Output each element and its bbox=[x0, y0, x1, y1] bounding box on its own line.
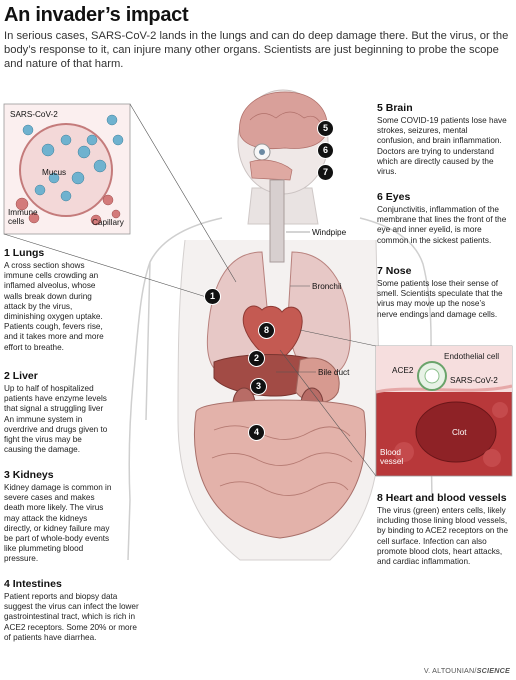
marker-liver: 2 bbox=[248, 350, 265, 367]
section-eyes-text: Conjunctivitis, inflammation of the memb… bbox=[377, 205, 507, 245]
page-title: An invader’s impact bbox=[4, 4, 189, 26]
label-sars-cov-2: SARS-CoV-2 bbox=[10, 110, 58, 119]
marker-brain: 5 bbox=[317, 120, 334, 137]
body-outline bbox=[127, 217, 433, 561]
section-lungs: 1 Lungs A cross section shows immune cel… bbox=[4, 247, 112, 353]
nasal-cavity bbox=[249, 159, 293, 181]
section-lungs-title: 1 Lungs bbox=[4, 247, 45, 259]
label-bile-duct: Bile duct bbox=[318, 368, 350, 377]
label-windpipe: Windpipe bbox=[312, 228, 347, 237]
section-eyes: 6 Eyes Conjunctivitis, inflammation of t… bbox=[377, 191, 507, 246]
section-brain-text: Some COVID-19 patients lose have strokes… bbox=[377, 116, 507, 177]
credit: V. ALTOUNIAN/SCIENCE bbox=[423, 666, 510, 675]
section-kidneys: 3 Kidneys Kidney damage is common in sev… bbox=[4, 469, 112, 565]
marker-intestines: 4 bbox=[248, 424, 265, 441]
label-clot: Clot bbox=[452, 428, 467, 437]
label-capillary: Capillary bbox=[92, 218, 124, 227]
label-ace2: ACE2 bbox=[392, 366, 414, 375]
label-sars-cov-2-heart: SARS-CoV-2 bbox=[450, 376, 498, 385]
intro-text: In serious cases, SARS-CoV-2 lands in th… bbox=[4, 30, 509, 70]
section-liver: 2 Liver Up to half of hospitalized patie… bbox=[4, 370, 112, 455]
section-heart-text: The virus (green) enters cells, likely i… bbox=[377, 506, 509, 567]
section-eyes-title: 6 Eyes bbox=[377, 191, 411, 203]
marker-heart: 8 bbox=[258, 322, 275, 339]
label-endothelial-cell: Endothelial cell bbox=[444, 352, 500, 361]
section-heart: 8 Heart and blood vessels The virus (gre… bbox=[377, 492, 511, 567]
brain bbox=[239, 91, 328, 150]
section-intestines-text: Patient reports and biopsy data suggest … bbox=[4, 592, 139, 642]
section-liver-text: Up to half of hospitalized patients have… bbox=[4, 384, 108, 455]
section-heart-title: 8 Heart and blood vessels bbox=[377, 492, 507, 504]
marker-lungs: 1 bbox=[204, 288, 221, 305]
section-nose-title: 7 Nose bbox=[377, 265, 412, 277]
section-intestines: 4 Intestines Patient reports and biopsy … bbox=[4, 578, 144, 643]
marker-kidneys: 3 bbox=[250, 378, 267, 395]
label-bronchii: Bronchii bbox=[312, 282, 342, 291]
section-liver-title: 2 Liver bbox=[4, 370, 38, 382]
section-nose-text: Some patients lose their sense of smell.… bbox=[377, 279, 503, 319]
windpipe bbox=[269, 179, 285, 263]
lung-inset-leader bbox=[3, 233, 217, 301]
section-nose: 7 Nose Some patients lose their sense of… bbox=[377, 265, 507, 320]
section-lungs-text: A cross section shows immune cells crowd… bbox=[4, 261, 104, 352]
marker-nose: 7 bbox=[317, 164, 334, 181]
blood-clot bbox=[415, 401, 497, 463]
virus-particles bbox=[22, 114, 124, 202]
section-kidneys-text: Kidney damage is common in severe cases … bbox=[4, 483, 112, 564]
section-brain: 5 Brain Some COVID-19 patients lose have… bbox=[377, 102, 507, 177]
section-brain-title: 5 Brain bbox=[377, 102, 413, 114]
section-intestines-title: 4 Intestines bbox=[4, 578, 62, 590]
intestines bbox=[193, 399, 367, 539]
label-mucus: Mucus bbox=[42, 168, 67, 177]
section-kidneys-title: 3 Kidneys bbox=[4, 469, 54, 481]
immune-cells bbox=[15, 194, 121, 226]
marker-eyes: 6 bbox=[317, 142, 334, 159]
